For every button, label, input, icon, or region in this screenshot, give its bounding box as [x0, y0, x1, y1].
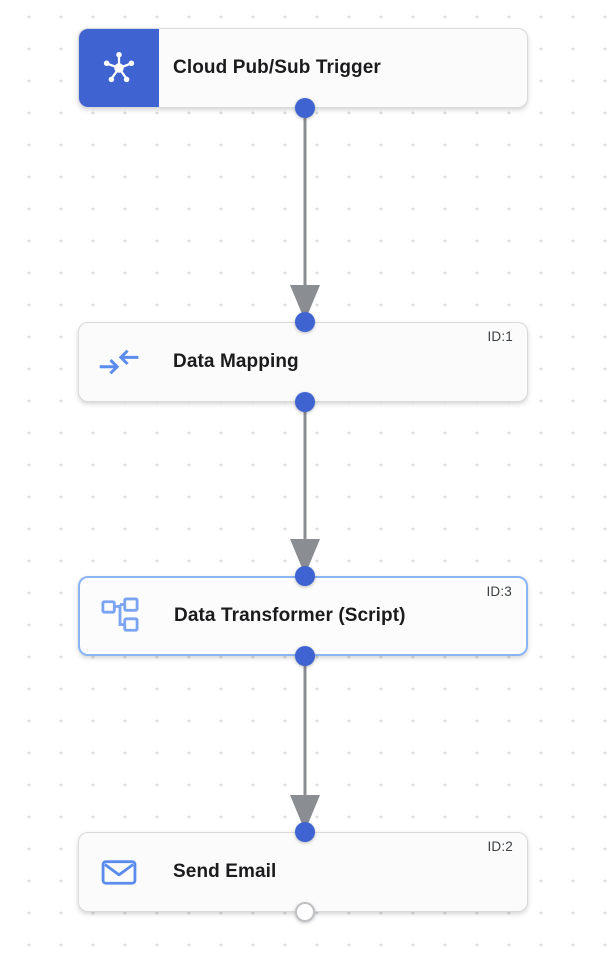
input-port-send-email[interactable] — [295, 822, 315, 842]
node-cloud-pubsub-trigger[interactable]: Cloud Pub/Sub Trigger — [78, 28, 528, 108]
schema-tree-icon-wrap — [80, 597, 160, 635]
pubsub-hub-icon-panel — [79, 29, 159, 107]
schema-tree-icon — [101, 597, 139, 632]
data-mapping-arrows-icon-wrap — [79, 347, 159, 377]
output-port-data-mapping[interactable] — [295, 392, 315, 412]
output-port-send-email[interactable] — [295, 902, 315, 922]
node-title: Data Transformer (Script) — [174, 605, 406, 626]
node-id-label: ID:2 — [487, 839, 513, 854]
input-port-data-mapping[interactable] — [295, 312, 315, 332]
node-data-mapping[interactable]: Data Mapping ID:1 — [78, 322, 528, 402]
node-title: Data Mapping — [173, 351, 299, 372]
node-id-label: ID:3 — [486, 584, 512, 599]
node-id-label: ID:1 — [487, 329, 513, 344]
node-data-transformer-script[interactable]: Data Transformer (Script) ID:3 — [78, 576, 528, 656]
input-port-data-transformer[interactable] — [295, 566, 315, 586]
node-send-email[interactable]: Send Email ID:2 — [78, 832, 528, 912]
pubsub-hub-icon — [103, 51, 135, 83]
node-title: Send Email — [173, 861, 277, 882]
envelope-icon — [101, 860, 137, 885]
output-port-data-transformer[interactable] — [295, 646, 315, 666]
node-title: Cloud Pub/Sub Trigger — [173, 57, 381, 78]
output-port-trigger[interactable] — [295, 98, 315, 118]
envelope-icon-wrap — [79, 857, 159, 887]
data-mapping-arrows-icon — [99, 349, 139, 375]
